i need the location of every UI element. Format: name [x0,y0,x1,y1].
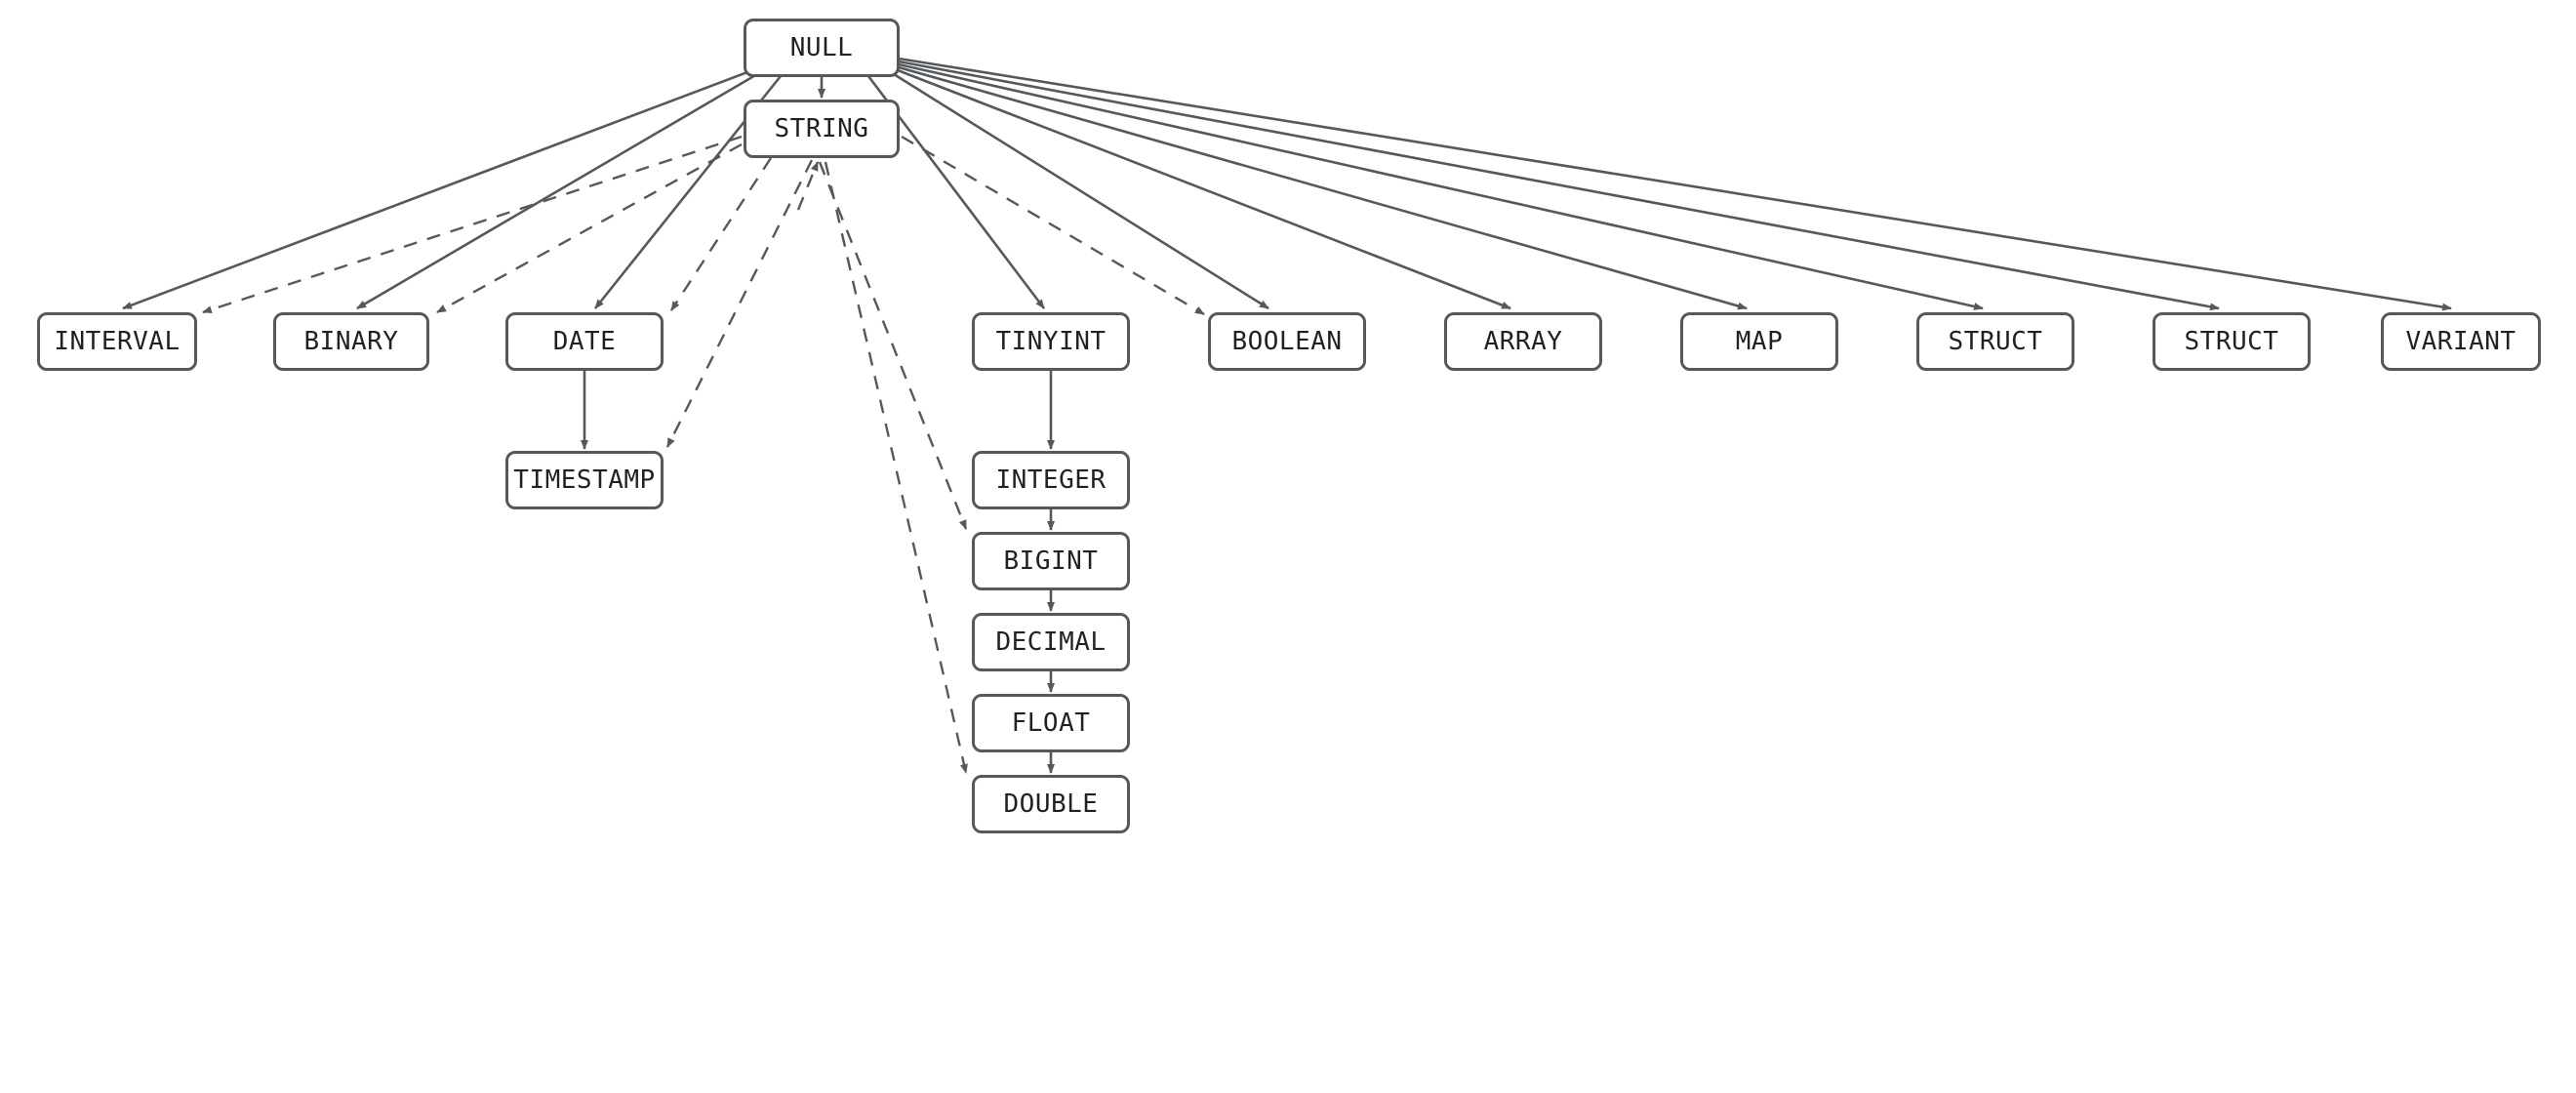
edge-null-to-map [898,65,1748,310]
node-timestamp[interactable]: TIMESTAMP [505,451,664,509]
edge-null-to-binary [356,72,758,310]
edge-null-to-variant [898,57,2452,311]
node-label: NULL [789,33,854,62]
node-tinyint[interactable]: TINYINT [972,312,1130,371]
node-binary[interactable]: BINARY [273,312,429,371]
edge-string-to-interval [202,135,743,314]
edge-string-to-double [824,161,968,774]
node-label: INTEGER [995,466,1107,495]
node-label: INTERVAL [54,327,181,356]
edge-string-to-bigint [818,161,968,530]
node-struct1[interactable]: STRUCT [1916,312,2074,371]
node-array[interactable]: ARRAY [1444,312,1602,371]
node-string[interactable]: STRING [744,100,900,158]
edge-unknown-to-string [796,161,820,211]
node-label: VARIANT [2405,327,2516,356]
node-integer[interactable]: INTEGER [972,451,1130,509]
node-label: TIMESTAMP [513,466,656,495]
node-map[interactable]: MAP [1680,312,1838,371]
node-label: STRUCT [1948,327,2043,356]
edge-null-to-interval [122,70,748,310]
node-label: STRING [774,114,869,143]
node-label: BOOLEAN [1231,327,1343,356]
edge-null-to-struct1 [898,62,1984,310]
node-interval[interactable]: INTERVAL [37,312,197,371]
node-label: TINYINT [995,327,1107,356]
node-null[interactable]: NULL [744,19,900,77]
node-label: ARRAY [1483,327,1563,356]
node-float[interactable]: FLOAT [972,694,1130,752]
node-label: BIGINT [1003,546,1099,576]
node-variant[interactable]: VARIANT [2381,312,2541,371]
node-label: BINARY [303,327,399,356]
node-label: DECIMAL [995,627,1107,657]
edges-group [122,57,2452,774]
node-label: MAP [1735,327,1784,356]
node-decimal[interactable]: DECIMAL [972,613,1130,671]
edge-null-to-boolean [893,72,1269,310]
edge-string-to-date [669,157,773,311]
node-boolean[interactable]: BOOLEAN [1208,312,1366,371]
edge-null-to-array [897,68,1511,310]
edge-null-to-struct2 [898,60,2220,311]
node-bigint[interactable]: BIGINT [972,532,1130,590]
node-label: DATE [552,327,617,356]
edge-string-to-boolean [901,135,1205,316]
node-label: STRUCT [2184,327,2279,356]
node-label: FLOAT [1011,708,1091,738]
node-label: DOUBLE [1003,789,1099,819]
node-double[interactable]: DOUBLE [972,775,1130,833]
node-date[interactable]: DATE [505,312,664,371]
node-struct2[interactable]: STRUCT [2153,312,2311,371]
edge-string-to-timestamp [665,159,814,448]
edge-string-to-binary [436,142,743,314]
